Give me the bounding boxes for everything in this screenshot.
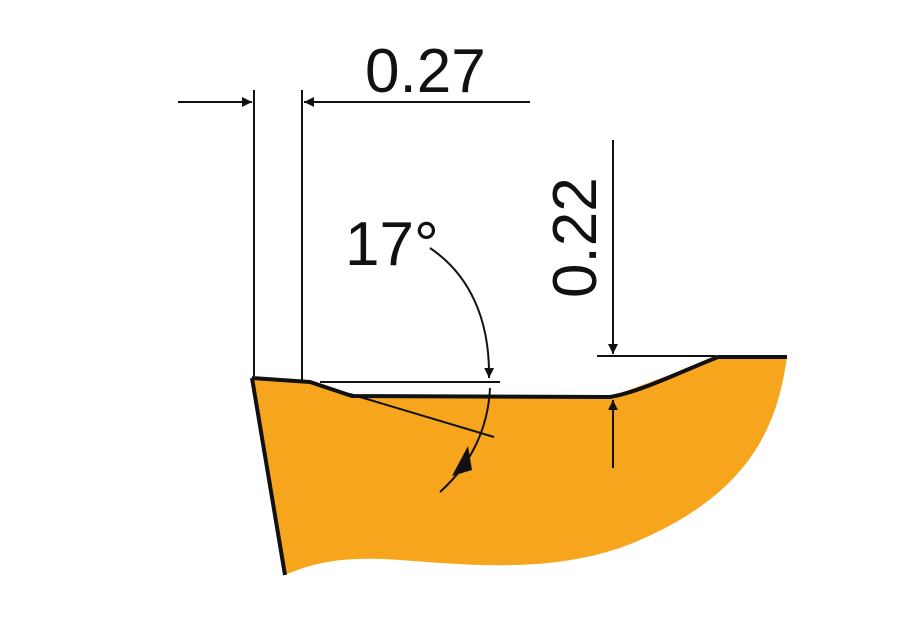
groove-depth-label: 0.22 (541, 177, 610, 298)
land-width-dimension: 0.27 (178, 37, 530, 381)
rake-angle-dimension: 17° (320, 210, 500, 493)
angle-arc-top (429, 247, 495, 379)
insert-left-flank (250, 377, 287, 576)
groove-depth-dimension: 0.22 (541, 140, 716, 468)
angle-arrow-bottom (452, 446, 472, 476)
rake-angle-label: 17° (345, 210, 439, 279)
insert-top-edge (251, 355, 787, 399)
angle-arc-bottom (439, 387, 491, 493)
land-width-label: 0.27 (365, 37, 486, 106)
angle-rake-line (349, 393, 495, 438)
insert-body (252, 357, 787, 575)
